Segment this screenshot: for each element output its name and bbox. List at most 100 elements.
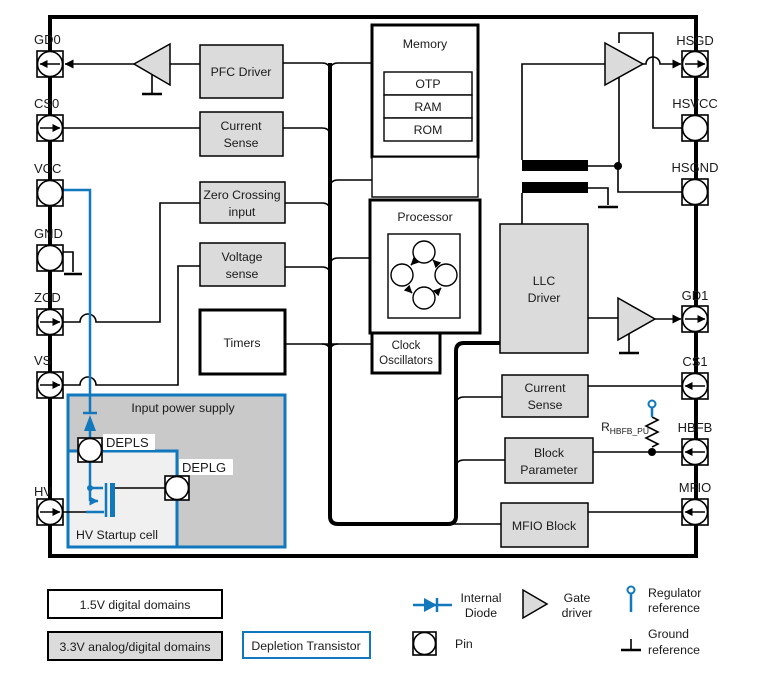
legend-1v5-domain-box [47,589,223,619]
chip-boundary [48,15,698,558]
pin-hsgd [681,50,709,78]
legend-3v3-domain-box [47,631,223,661]
pin-label-deplg: DEPLG [182,460,226,475]
hsgd-out-wire [643,56,682,69]
legend-regulator-reference-label: Regulator [648,586,701,600]
levelshift-gnd-wire [588,187,609,205]
clock-oscillators-label: Clock [392,340,421,352]
ram-label: RAM [414,100,441,114]
current-sense-left-label: Current [220,119,262,133]
hv-startup-cell-label: HV Startup cell [76,528,158,542]
pfc-driver-label: PFC Driver [211,65,272,79]
current-sense-right-label: Current [524,381,566,395]
pin-gnd [36,244,64,272]
legend-ground-reference: Ground reference [621,627,700,657]
timers-label: Timers [223,336,260,350]
pin-vs [36,371,64,399]
pin-label-hsvcc: HSVCC [672,96,718,111]
mfio-block [500,502,589,548]
zero-crossing-block [199,181,286,224]
label-background [179,459,233,475]
gate-driver-triangle [617,296,657,342]
resistor-label: RHBFB_PU [601,420,649,436]
rom-box [383,117,473,142]
junction-dot [648,448,656,456]
pin-label-hbfb: HBFB [678,420,713,435]
pin-label-hsgd: HSGD [676,33,714,48]
gate-driver-icon [522,588,549,620]
junction-dot [614,162,622,170]
cycle-circle [390,263,414,287]
hsgnd-wire [617,166,682,193]
pin-circle [164,475,190,501]
gd1-gate-driver [617,296,657,355]
pins-left: GD0 CS0 VCC GND ZCD VS [34,32,64,526]
bus-fillet [455,396,465,406]
legend-regulator-reference-label: reference [648,601,700,615]
pin-vcc [36,179,64,207]
legend-pin: Pin [412,631,473,656]
llc-driver-block [499,223,589,354]
current-sense-left-label: Sense [224,136,259,150]
gate-driver-triangle [132,42,171,87]
hv-startup-cell-box [66,449,179,549]
pin-depls [77,437,103,463]
legend-internal-diode: Internal Diode [413,591,502,620]
cycle-circle [412,286,436,310]
bus-fillet [321,127,331,137]
pin-label-gd1: GD1 [682,288,709,303]
pin-mfio [681,498,709,526]
resistor-zigzag [644,416,660,448]
pin-circle [77,437,103,463]
pin-label-depls: DEPLS [106,435,149,450]
pin-circle [681,114,709,142]
vs-wire [63,265,200,386]
voltage-sense-block [199,242,286,287]
pin-hbfb [681,438,709,466]
legend-depletion-transistor-box [242,631,371,659]
hsgd-gate-driver [604,41,645,87]
pin-label-cs0: CS0 [34,96,59,111]
function-blocks: PFC Driver Current Sense Zero Crossing i… [198,23,594,548]
levelshift-bar-bottom [522,182,588,193]
legend-internal-diode-label: Diode [465,606,497,620]
legend-gate-driver: Gate driver [522,588,593,620]
pin-circle [412,631,437,656]
block-parameter-label: Parameter [520,463,577,477]
current-sense-left-block [199,111,284,157]
current-sense-right-label: Sense [528,398,563,412]
gd0-gate-driver [132,42,171,96]
bus-fillet [321,202,331,212]
llc-driver-label: LLC [533,274,556,288]
pin-label-hv: HV [34,484,52,499]
processor-cycle-icon [390,240,458,310]
otp-label: OTP [415,77,440,91]
pin-hsgnd [681,178,709,206]
mfio-block-label: MFIO Block [512,519,577,533]
block-parameter-label: Block [534,446,565,460]
high-side-level-shift [522,160,622,209]
cycle-arrow [432,287,442,297]
levelshift-top-wire [521,63,605,160]
bus-fillet [329,179,339,189]
pin-circle [36,244,64,272]
pins-internal: DEPLS DEPLG [77,434,233,501]
pins-right: HSGD HSVCC HSGND GD1 CS1 HBFB [672,33,719,526]
pin-label-hsgnd: HSGND [672,160,719,175]
bus-fillet [455,459,465,469]
cycle-arrow [410,256,420,266]
timers-block [198,308,287,376]
bus-fillet [329,62,339,72]
pfc-driver-block [199,44,284,99]
vcc-rail [63,188,92,413]
zero-crossing-label: input [229,205,256,219]
levelshift-bar-top [522,160,588,171]
bus-spine [328,63,500,526]
legend-internal-diode-label: Internal [460,591,501,605]
legend-gate-driver-label: driver [562,606,593,620]
pin-label-vcc: VCC [34,161,61,176]
voltage-sense-label: Voltage [221,250,262,264]
pin-gd1 [681,305,709,333]
